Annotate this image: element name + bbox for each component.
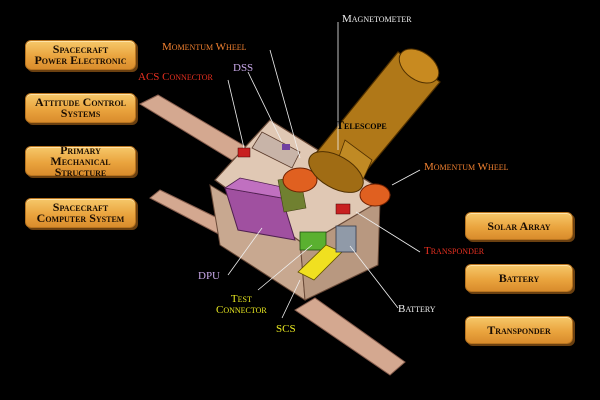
momentum-wheel-left: [282, 167, 318, 193]
momentum-wheel-top-label: Momentum Wheel: [162, 41, 247, 53]
scs-label: SCS: [276, 323, 296, 335]
momentum-wheel-right: [359, 183, 391, 207]
solar-array-label: Solar Array: [487, 218, 551, 233]
attitude-control-systems-line2: Systems: [60, 106, 101, 120]
solar-panel-upper: [138, 94, 249, 161]
battery-label: Battery: [398, 303, 436, 315]
attitude-control-systems-button[interactable]: Attitude Control Systems: [25, 93, 136, 123]
solar-panel-lower: [294, 297, 406, 376]
transponder-button[interactable]: Transponder: [465, 316, 573, 344]
scs-leader: [281, 279, 301, 319]
spacecraft-power-electronic-line1: Spacecraft: [52, 42, 109, 56]
momentum-wheel-top-leader: [269, 49, 301, 159]
test-connector-label: Test Connector: [216, 294, 267, 316]
battery-leader: [349, 245, 399, 309]
transponder-label: Transponder: [424, 245, 485, 257]
dss-leader: [247, 71, 283, 143]
test-connector-leader: [257, 244, 313, 291]
telescope-label: Telescope: [336, 118, 387, 132]
battery-button[interactable]: Battery: [465, 264, 573, 292]
momentum-wheel-right-leader: [391, 169, 421, 186]
dpu-leader: [227, 227, 263, 276]
primary-mechanical-structure-button[interactable]: Primary Mechanical Structure: [25, 142, 136, 179]
spacecraft-power-electronic-button[interactable]: Spacecraft Power Electronic: [25, 40, 136, 70]
transponder-block: [335, 203, 351, 215]
battery-button-label: Battery: [498, 270, 540, 285]
acs-connector-leader: [227, 79, 245, 149]
battery-block: [335, 225, 357, 253]
solar-array-button[interactable]: Solar Array: [465, 212, 573, 240]
acs-connector-block: [237, 147, 251, 158]
dss-sensor: [282, 144, 290, 150]
spacecraft-computer-system-line2: Computer System: [36, 211, 125, 225]
test-connector-line2: Connector: [216, 304, 267, 316]
spacecraft-power-electronic-line2: Power Electronic: [34, 53, 127, 67]
primary-mechanical-structure-line1: Primary: [60, 142, 101, 157]
telescope: [308, 48, 441, 193]
momentum-wheel-right-label: Momentum Wheel: [424, 161, 509, 173]
dss-label: DSS: [233, 62, 254, 74]
magnetometer-label: Magnetometer: [342, 13, 412, 25]
test-connector-line1: Test: [230, 293, 252, 305]
leader-lines: [227, 22, 421, 319]
dss-panel: [251, 131, 301, 169]
attitude-control-systems-line1: Attitude Control: [34, 95, 126, 109]
spacecraft-computer-system-line1: Spacecraft: [52, 200, 109, 214]
transponder-leader: [355, 211, 421, 253]
primary-mechanical-structure-line2: Mechanical Structure: [50, 153, 111, 179]
dpu-label: DPU: [198, 270, 221, 282]
spacecraft-computer-system-button[interactable]: Spacecraft Computer System: [25, 198, 136, 228]
test-connector-block: [299, 231, 327, 251]
transponder-button-label: Transponder: [487, 322, 551, 337]
acs-connector-label: ACS Connector: [138, 71, 213, 83]
